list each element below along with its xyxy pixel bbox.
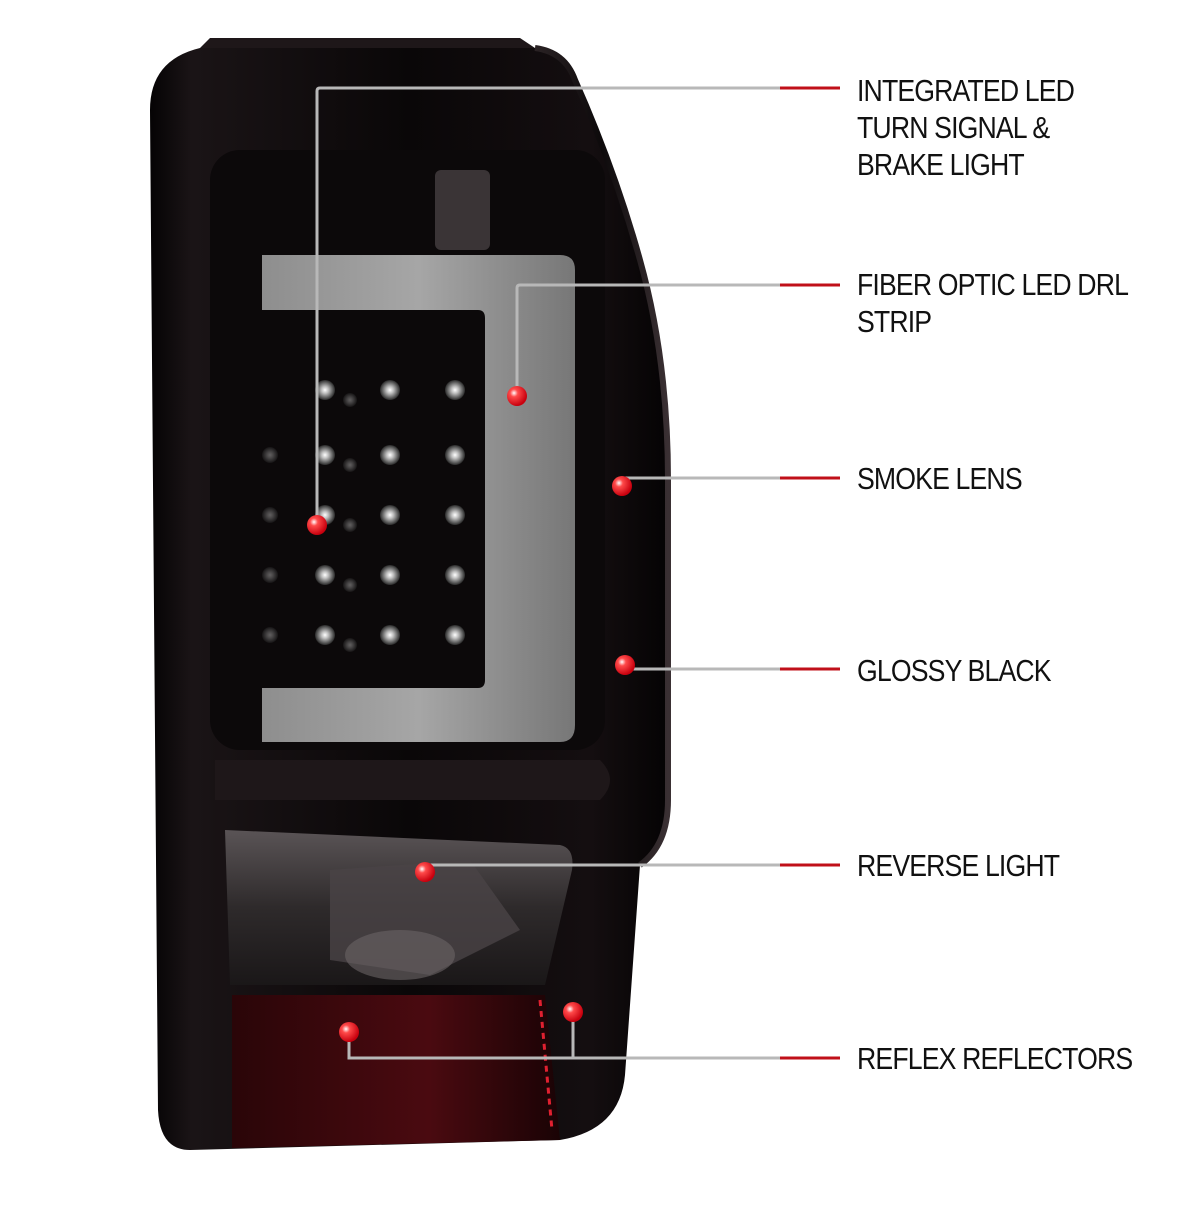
callout-smoke-lens: SMOKE LENS <box>857 461 1023 496</box>
fiber-optic-strip <box>262 255 575 742</box>
housing-top-tab <box>200 38 535 48</box>
callout-fiber-optic: FIBER OPTIC LED DRL STRIP <box>857 267 1128 339</box>
callout-reflex-reflectors: REFLEX REFLECTORS <box>857 1041 1133 1076</box>
lower-reflector <box>232 995 560 1148</box>
callout-markers <box>307 386 635 1042</box>
upper-bracket <box>435 170 490 250</box>
housing-rim-highlight <box>534 45 671 868</box>
callout-glossy-black: GLOSSY BLACK <box>857 653 1052 688</box>
led-matrix <box>262 380 465 652</box>
callout-reverse-light: REVERSE LIGHT <box>857 848 1060 883</box>
mid-divider <box>215 760 610 800</box>
leader-lines <box>315 86 840 1060</box>
callout-integrated-led: INTEGRATED LED TURN SIGNAL & BRAKE LIGHT <box>857 73 1075 182</box>
